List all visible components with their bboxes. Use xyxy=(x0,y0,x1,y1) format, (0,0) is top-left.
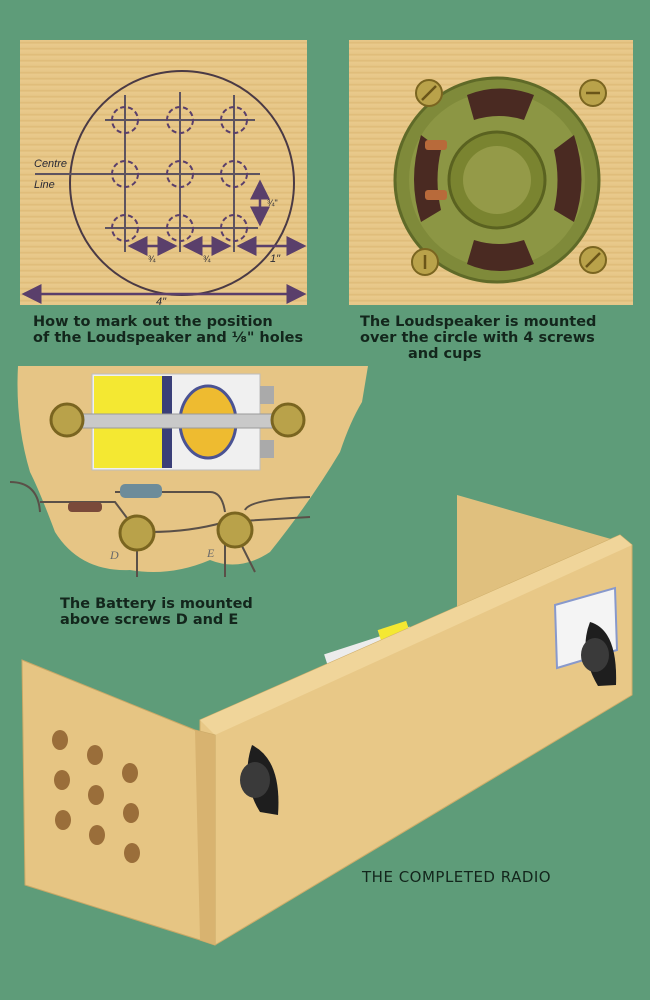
battery-caption: The Battery is mounted above screws D an… xyxy=(60,596,253,628)
completed-radio-illustration xyxy=(21,495,633,946)
volume-knob xyxy=(240,745,279,815)
battery-panel: D E xyxy=(10,362,370,582)
completed-radio-caption: THE COMPLETED RADIO xyxy=(362,868,552,886)
terminal-screws xyxy=(118,511,254,552)
battery-illustration: D E xyxy=(10,366,368,577)
dim-gap1-label: ¾ xyxy=(148,254,156,264)
speaker-holes xyxy=(52,730,140,863)
loudspeaker-caption-line1: The Loudspeaker is mounted xyxy=(360,314,597,330)
battery-caption-line1: The Battery is mounted xyxy=(60,596,253,612)
screw-label-d: D xyxy=(109,548,119,562)
strap-screws xyxy=(49,402,306,438)
terminal-top xyxy=(425,140,447,150)
marking-caption-line2: of the Loudspeaker and ⅛" holes xyxy=(33,330,304,346)
dim-total-label: 4" xyxy=(156,296,167,305)
battery-caption-line2: above screws D and E xyxy=(60,612,239,628)
resistor xyxy=(68,502,102,512)
loudspeaker-caption-line3: and cups xyxy=(408,346,482,362)
terminal-bottom xyxy=(425,190,447,200)
dimension-arrows xyxy=(21,179,307,304)
hole-markers xyxy=(111,106,248,242)
screw-label-e: E xyxy=(206,546,215,560)
dim-gap2-label: ¾ xyxy=(203,254,211,264)
loudspeaker-caption: The Loudspeaker is mounted over the circ… xyxy=(360,314,596,362)
loudspeaker-illustration xyxy=(393,76,607,284)
centre-label: Centre xyxy=(34,158,67,170)
marking-caption: How to mark out the position of the Loud… xyxy=(33,314,303,346)
line-label: Line xyxy=(34,179,55,191)
marking-caption-line1: How to mark out the position xyxy=(33,314,273,330)
marking-diagram-panel: Centre Line ¾" ¾ ¾ 1" 4" xyxy=(20,40,307,305)
speaker-panel xyxy=(21,659,216,946)
battery-strap xyxy=(81,413,283,429)
grid-lines xyxy=(35,92,260,252)
loudspeaker-caption-line2: over the circle with 4 screws xyxy=(360,330,595,346)
completed-radio-panel xyxy=(20,490,640,960)
loudspeaker-panel xyxy=(349,40,633,305)
capacitor xyxy=(120,484,162,498)
dim-edge-label: 1" xyxy=(270,253,281,265)
marking-diagram: Centre Line ¾" ¾ ¾ 1" 4" xyxy=(21,70,307,305)
dim-vertical-label: ¾" xyxy=(267,198,278,208)
tuning-knob xyxy=(581,622,617,686)
